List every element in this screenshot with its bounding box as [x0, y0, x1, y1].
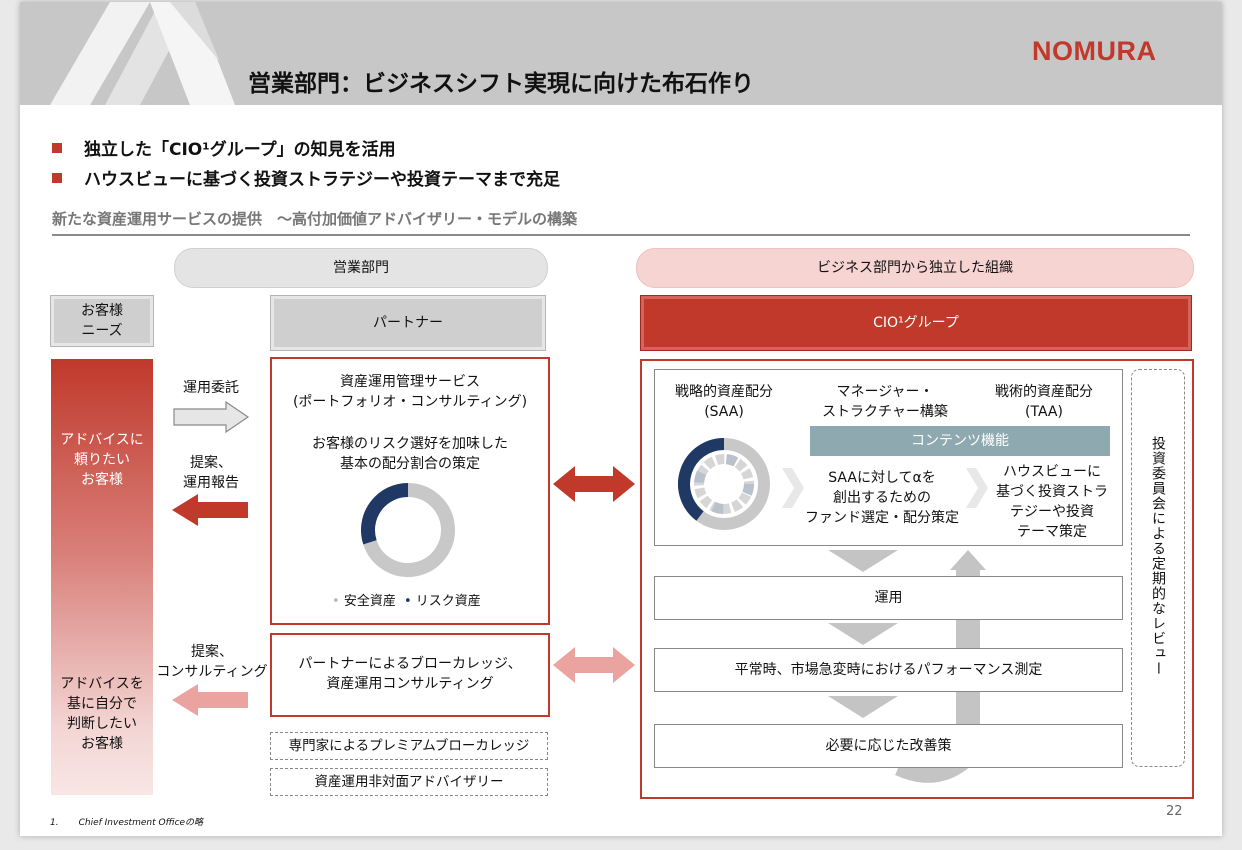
investment-committee-review-box: 投資委員会による定期的なレビュー	[1131, 369, 1185, 767]
divider	[52, 234, 1190, 236]
left-arrow-pink-icon	[172, 684, 248, 716]
independent-org-pill: ビジネス部門から独立した組織	[636, 248, 1194, 288]
donut-slice-safe-assets	[363, 483, 455, 577]
down-arrow-icon	[828, 623, 898, 645]
brokerage-text: パートナーによるブローカレッジ、 資産運用コンサルティング	[298, 656, 522, 692]
bullet-2: ハウスビューに基づく投資ストラテジーや投資テーマまで充足	[52, 165, 560, 190]
customer-needs-header: お客様 ニーズ	[50, 295, 154, 347]
partner-header: パートナー	[270, 295, 546, 351]
page-number: 22	[1166, 804, 1183, 819]
footnote: 1.Chief Investment Officeの略	[50, 818, 204, 828]
saa-heading: 戦略的資産配分 (SAA)	[675, 384, 773, 420]
delegation-label: 運用委託	[183, 380, 239, 396]
left-arrow-red-icon	[172, 494, 248, 526]
legend-risk-dot-icon: •	[403, 594, 412, 609]
proposal-consult-label: 提案、 コンサルティング	[156, 644, 268, 680]
chevron-right-icon	[966, 468, 988, 508]
section-subtitle: 新たな資産運用サービスの提供 〜高付加価値アドバイザリー・モデルの構築	[52, 210, 578, 228]
improvement-box: 必要に応じた改善策	[654, 724, 1123, 768]
nomura-logo: NOMURA	[1032, 36, 1157, 66]
customer-needs-gradient-bar	[51, 359, 153, 795]
taa-heading: 戦術的資産配分 (TAA)	[995, 384, 1093, 420]
down-arrow-icon	[828, 696, 898, 718]
asset-management-service-title: 資産運用管理サービス (ポートフォリオ・コンサルティング)	[292, 374, 528, 410]
customer-type-advice-reliant: アドバイスに 頼りたい お客様	[60, 432, 144, 488]
house-view-description: ハウスビューに 基づく投資ストラ テジーや投資 テーマ策定	[996, 464, 1108, 540]
bullet-square-icon	[52, 173, 62, 183]
legend-safe-dot-icon: •	[332, 594, 340, 609]
allocation-donut-chart	[361, 483, 455, 577]
right-arrow-icon	[173, 400, 250, 434]
bullet-1: 独立した「CIO¹グループ」の知見を活用	[52, 135, 396, 160]
page-title: 営業部門：ビジネスシフト実現に向けた布石作り	[248, 71, 754, 97]
manager-structure-heading: マネージャー・ ストラクチャー構築	[822, 384, 948, 420]
donut-slice-risk-assets	[361, 483, 409, 545]
header-band: 営業部門：ビジネスシフト実現に向けた布石作り NOMURA	[20, 2, 1222, 105]
proposal-report-label: 提案、 運用報告	[183, 455, 239, 491]
chevron-right-icon	[782, 468, 804, 508]
saa-donut-chart	[678, 438, 770, 530]
premium-brokerage-box: 専門家によるプレミアムブローカレッジ	[270, 732, 548, 760]
sales-division-pill: 営業部門	[174, 248, 548, 288]
brokerage-box	[270, 633, 550, 717]
performance-measurement-box: 平常時、市場急変時におけるパフォーマンス測定	[654, 648, 1123, 692]
investment-committee-review-text: 投資委員会による定期的なレビュー	[1150, 436, 1166, 676]
cio-group-header: CIO¹グループ	[640, 295, 1192, 351]
operation-box: 運用	[654, 576, 1123, 620]
donut-legend: • 安全資産 • リスク資産	[332, 594, 481, 609]
saa-alpha-description: SAAに対してαを 創出するための ファンド選定・配分策定	[805, 470, 959, 526]
contents-function-bar: コンテンツ機能	[810, 426, 1110, 456]
slide: 営業部門：ビジネスシフト実現に向けた布石作り NOMURA 独立した「CIO¹グ…	[20, 2, 1222, 836]
customer-type-self-directed: アドバイスを 基に自分で 判断したい お客様	[60, 676, 144, 752]
double-arrow-red-icon	[553, 466, 635, 502]
down-arrow-icon	[828, 550, 898, 572]
bullet-square-icon	[52, 143, 62, 153]
chevron-decoration	[50, 2, 235, 105]
double-arrow-pink-icon	[553, 647, 635, 683]
nonface-advisory-box: 資産運用非対面アドバイザリー	[270, 768, 548, 796]
allocation-description: お客様のリスク選好を加味した 基本の配分割合の策定	[312, 436, 508, 472]
